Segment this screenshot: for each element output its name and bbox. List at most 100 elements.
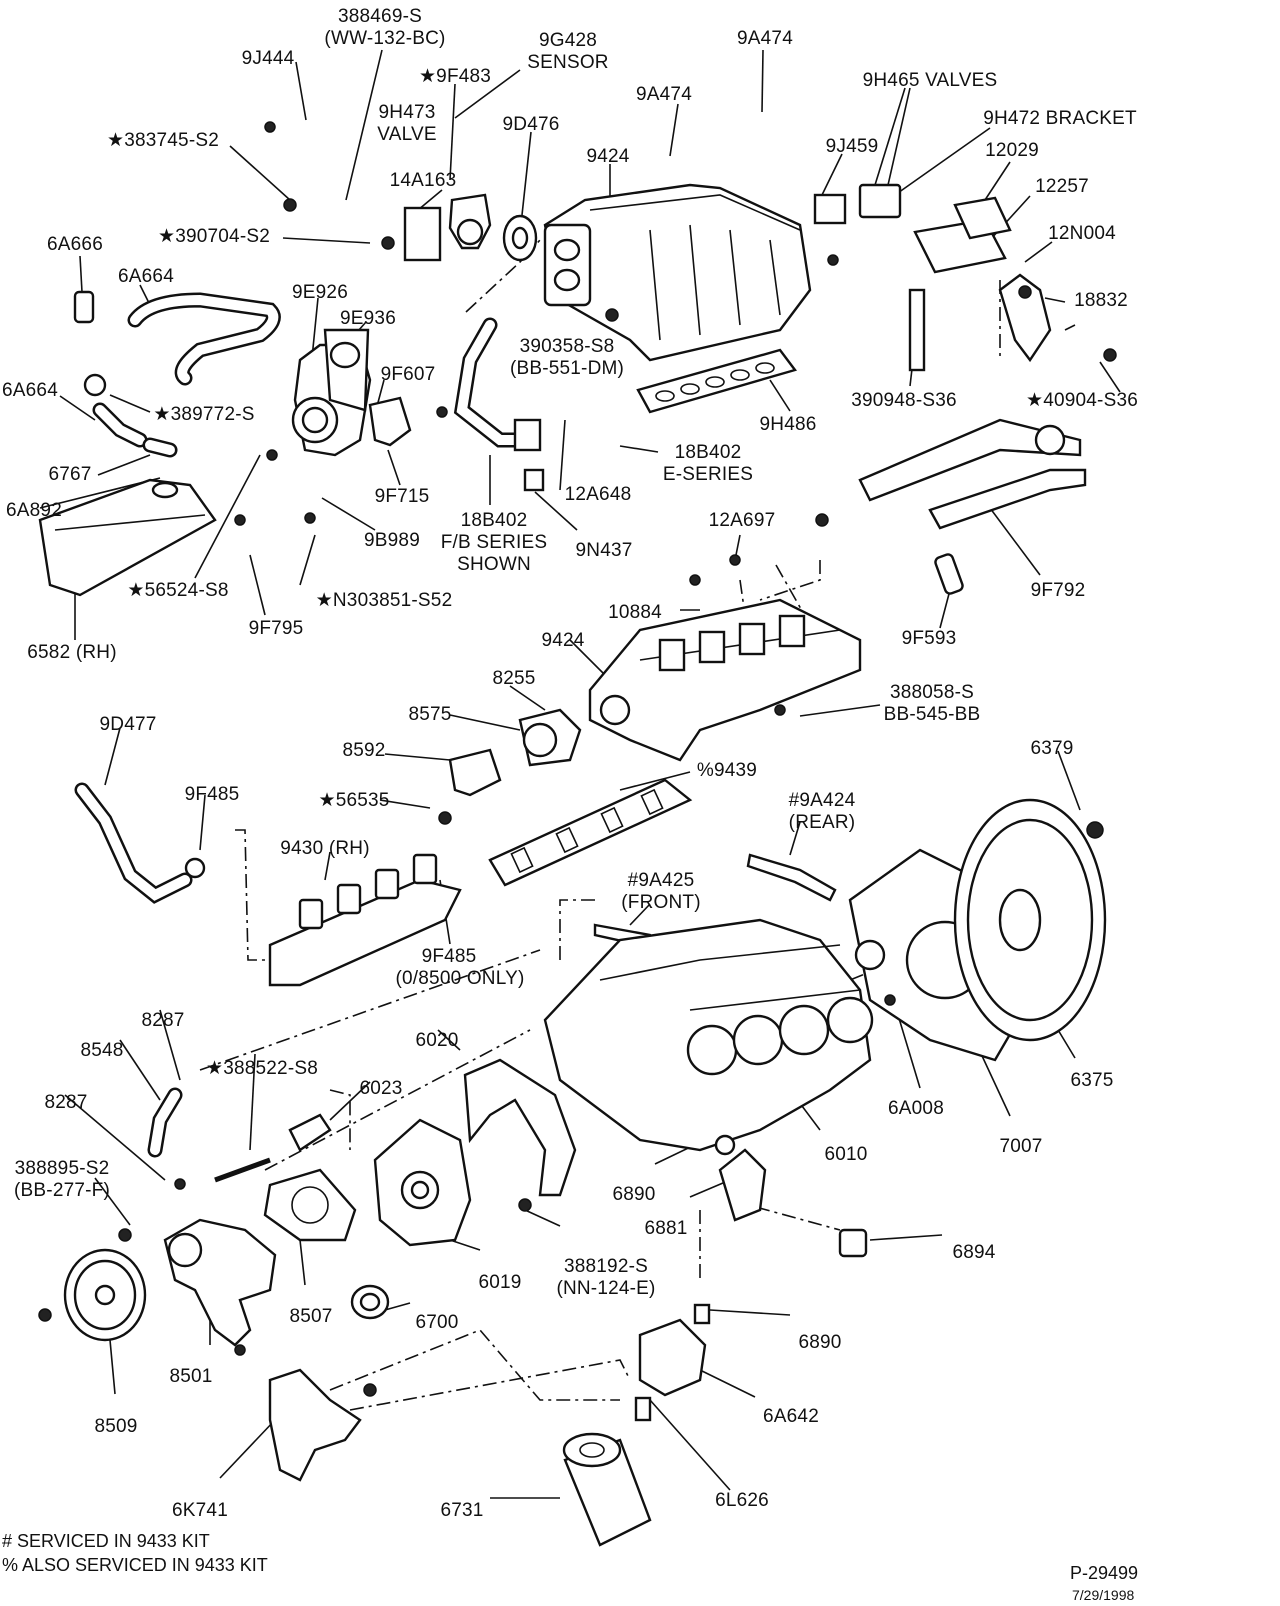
label-9f715: 9F715	[374, 486, 430, 507]
label-12257: 12257	[1035, 176, 1089, 197]
ecm-bracket	[913, 196, 1012, 274]
water-pump-gasket	[263, 1168, 357, 1242]
label-9a425: #9A425	[627, 870, 695, 891]
front-cover-gasket	[463, 1058, 577, 1197]
label-383745-s2: ★383745-S2	[106, 130, 220, 151]
footnote-serviced-kit: # SERVICED IN 9433 KIT	[2, 1531, 210, 1551]
label-9a424: #9A424	[788, 790, 856, 811]
label-9b989: 9B989	[364, 530, 420, 551]
gasket-9a424	[746, 853, 837, 902]
label-12a697: 12A697	[708, 510, 776, 531]
egr-valve	[403, 193, 492, 262]
thermostat-housing	[448, 708, 582, 797]
flywheel	[953, 798, 1107, 1042]
label-rear: (REAR)	[788, 812, 856, 833]
label-6a666: 6A666	[47, 234, 103, 255]
label-bb-545-bb: BB-545-BB	[883, 704, 981, 725]
label-18b402-fb: 18B402	[460, 510, 528, 531]
label-9a474-mid: 9A474	[636, 84, 692, 105]
stud-388522	[214, 1157, 271, 1183]
label-388895-s2: 388895-S2	[14, 1158, 110, 1179]
label-e-series: E-SERIES	[662, 464, 754, 485]
oil-plug-6894	[838, 1228, 868, 1258]
label-9f792: 9F792	[1030, 580, 1086, 601]
label-9f607: 9F607	[380, 364, 436, 385]
oil-filler-adapter	[714, 1134, 767, 1222]
label-6020: 6020	[415, 1030, 459, 1051]
label-valve: VALVE	[377, 124, 437, 145]
label-8548: 8548	[80, 1040, 124, 1061]
label-9f795: 9F795	[248, 618, 304, 639]
footnote-also-serviced-kit: % ALSO SERVICED IN 9433 KIT	[2, 1555, 268, 1575]
small-bolts	[38, 121, 1117, 1397]
label-6894: 6894	[952, 1242, 996, 1263]
label-9a474-top: 9A474	[737, 28, 793, 49]
label-8507: 8507	[289, 1306, 333, 1327]
label-388192-s: 388192-S	[563, 1256, 649, 1277]
label-6a008: 6A008	[888, 1098, 944, 1119]
label-6582-rh: 6582 (RH)	[27, 642, 117, 663]
label-nn-124-e: (NN-124-E)	[556, 1278, 656, 1299]
label-388469-s: 388469-S	[337, 6, 423, 27]
figure-id: P-29499	[1070, 1563, 1139, 1583]
front-cover	[373, 1118, 472, 1247]
bypass-hose	[147, 1087, 183, 1158]
tps-sensor	[368, 396, 412, 447]
label-9430-rh: 9430 (RH)	[280, 838, 370, 859]
exhaust-manifold	[268, 853, 462, 987]
label-18832: 18832	[1074, 290, 1128, 311]
label-9h473: 9H473	[378, 102, 436, 123]
label-9424-lower: 9424	[541, 630, 585, 651]
label-6010: 6010	[824, 1144, 868, 1165]
label-8287-top: 8287	[141, 1010, 185, 1031]
cylinder-block	[543, 918, 874, 1152]
label-6890-mid: 6890	[612, 1184, 656, 1205]
label-n303851-s52: ★N303851-S52	[315, 590, 453, 611]
throttle-body	[291, 328, 372, 457]
valve-cover	[38, 478, 217, 597]
label-8255: 8255	[492, 668, 536, 689]
label-6019: 6019	[478, 1272, 522, 1293]
label-6a664-top: 6A664	[118, 266, 174, 287]
pulley	[63, 1248, 147, 1342]
label-390948-s36: 390948-S36	[851, 390, 957, 411]
label-9f593: 9F593	[901, 628, 957, 649]
egr-tube	[453, 317, 545, 492]
label-12n004: 12N004	[1048, 223, 1116, 244]
egr-tube-9d477	[74, 782, 206, 904]
label-9n437: 9N437	[575, 540, 633, 561]
label-14a163: 14A163	[389, 170, 457, 191]
label-9h486: 9H486	[759, 414, 817, 435]
label-40904-s36: ★40904-S36	[1025, 390, 1139, 411]
label-6a892: 6A892	[6, 500, 62, 521]
label-10884: 10884	[608, 602, 662, 623]
hose-6a664	[127, 292, 281, 386]
label-9d476: 9D476	[502, 114, 560, 135]
harness-bracket	[908, 273, 1052, 372]
label-9g428: 9G428	[538, 30, 598, 51]
oil-filter-adapter	[634, 1303, 711, 1422]
label-6700: 6700	[415, 1312, 459, 1333]
label-390358-s8: 390358-S8	[519, 336, 615, 357]
label-bb-277-f: (BB-277-F)	[14, 1180, 110, 1201]
label-bb-551-dm: (BB-551-DM)	[509, 358, 625, 379]
label-388522-s8: ★388522-S8	[205, 1058, 319, 1079]
label-9f483: ★9F483	[418, 66, 492, 87]
vacuum-valves	[813, 183, 902, 225]
label-9h465-valves: 9H465 VALVES	[862, 70, 998, 91]
label-9f485-left: 9F485	[184, 784, 240, 805]
label-56535: ★56535	[318, 790, 390, 811]
label-8287-left: 8287	[44, 1092, 88, 1113]
label-9f485-right: 9F485	[421, 946, 477, 967]
label-9e926: 9E926	[292, 282, 348, 303]
injector	[934, 553, 964, 595]
upper-manifold-gasket	[636, 348, 798, 414]
fuel-rails	[858, 418, 1087, 530]
label-6a642: 6A642	[763, 1406, 819, 1427]
label-9j444: 9J444	[241, 48, 295, 69]
label-6l626: 6L626	[715, 1490, 769, 1511]
label-6375: 6375	[1070, 1070, 1114, 1091]
label-6767: 6767	[48, 464, 92, 485]
label-6890-lower: 6890	[798, 1332, 842, 1353]
label-8575: 8575	[408, 704, 452, 725]
